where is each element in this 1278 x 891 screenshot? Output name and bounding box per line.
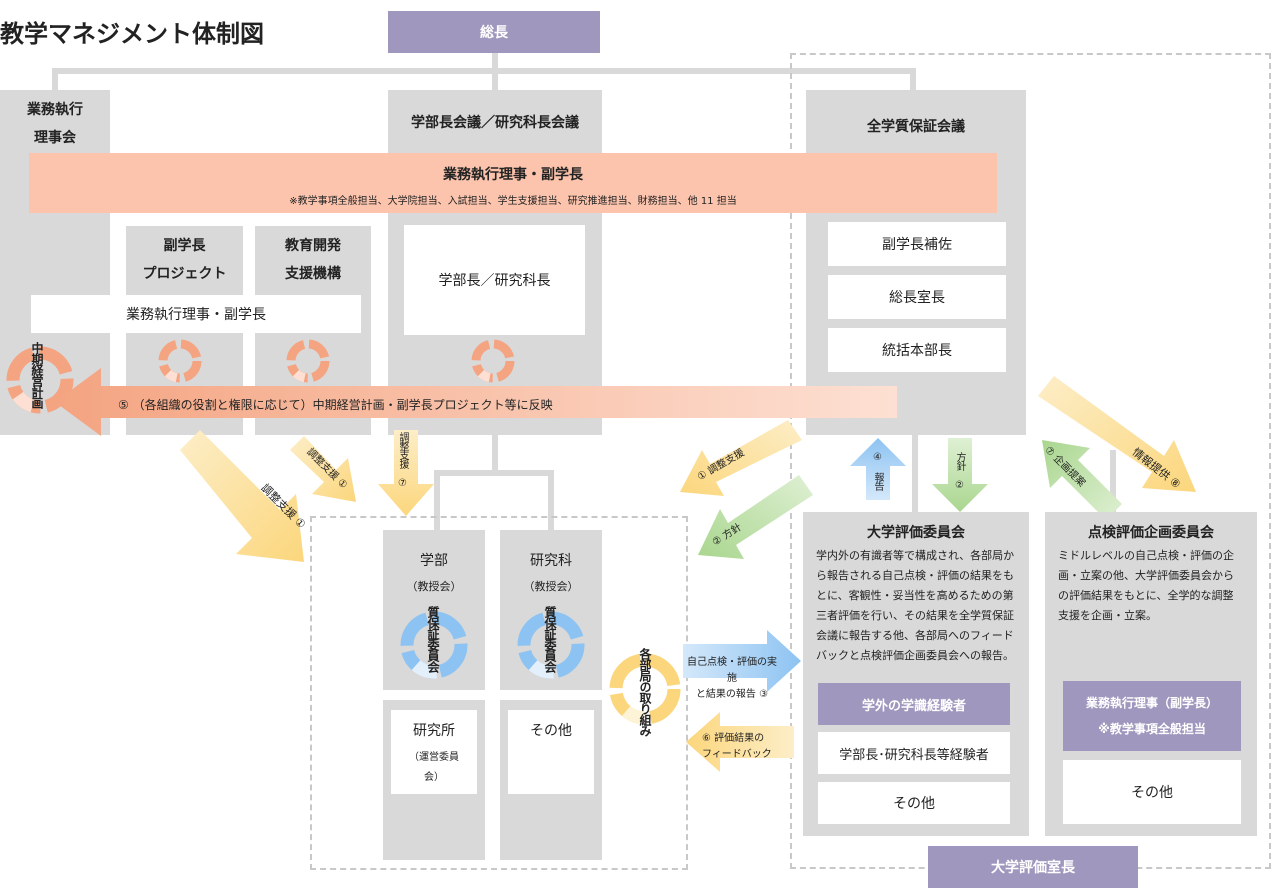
connector [434,470,554,476]
plan-exec-box: 業務執行理事（副学長） ※教学事項全般担当 [1063,681,1241,751]
info-arrow-8 [1038,376,1196,492]
policy-down-2-label: 方針 ② [954,452,965,490]
connector [434,470,440,532]
page-title: 教学マネジメント体制図 [0,20,264,48]
feedback-6-label: ⑥ 評価結果の フィードバック [702,731,772,763]
connector [910,68,916,92]
midterm-cycle-icon [6,346,74,414]
connector [1110,450,1116,515]
banner-title: 業務執行理事・副学長 [443,167,583,183]
desc-line: ら報告される自己点検・評価の結果をも [816,569,1014,582]
vp-project-line1: 副学長 [163,238,206,254]
cycle-icon [158,339,202,383]
qa-member-2: 総長室長 [828,275,1006,319]
graduate-sub: （教授会） [523,580,579,593]
connector [52,68,58,92]
exec-vp-box: 業務執行理事・副学長 [31,295,361,333]
desc-line: バックと点検評価企画委員会への報告。 [816,649,1014,662]
connector [492,435,498,475]
feedback-bar-label: ⑤ （各組織の役割と権限に応じて）中期経営計画・副学長プロジェクト等に反映 [118,398,553,412]
cycle-icon [471,339,515,383]
self-check-arrow-3 [683,630,801,692]
departments-region [310,516,688,870]
eval-committee-desc: 学内外の有識者等で構成され、各部局か ら報告される自己点検・評価の結果をも とに… [816,546,1029,666]
desc-line: 支援を企画・立案。 [1058,609,1157,622]
plan-exec-line2: ※教学事項全般担当 [1098,722,1206,736]
plan-other-box: その他 [1063,760,1241,824]
feedback-arrow-6 [686,712,794,772]
banner-subtitle: ※教学事項全般担当、大学院担当、入試担当、学生支援担当、研究推進担当、財務担当、… [289,196,737,207]
plan-committee-title: 点検評価企画委員会 [1088,525,1214,541]
dept-efforts-cycle-icon [609,653,681,725]
faculty-box: 学部 （教授会） [383,530,485,690]
qa-cycle-icon [400,611,468,679]
institute-sub1: （運営委員 [409,752,459,763]
connector [52,68,916,74]
president-box: 総長 [388,11,600,53]
report-4-label: ④ 報告 [872,452,883,490]
connector [548,470,554,532]
graduate-name: 研究科 [530,553,572,569]
institute-box: 研究所 （運営委員 会） [383,700,485,860]
qa-member-1: 副学長補佐 [828,222,1006,266]
deans-exp-box: 学部長･研究科長等経験者 [818,732,1010,774]
other-unit-box: その他 [500,700,602,860]
improve-arrow-1 [180,430,304,562]
faculty-name: 学部 [420,553,448,569]
qa-committee-label: 質保証委員会 [426,606,440,672]
plan-exec-line1: 業務執行理事（副学長） [1085,696,1218,710]
policy-down-arrow-2 [932,438,988,512]
exec-board-line1: 業務執行 [27,102,83,118]
feedback-6-line2: フィードバック [702,749,772,760]
desc-line: の評価結果をもとに、全学的な調整 [1058,589,1234,602]
eval-office-box: 大学評価室長 [928,846,1138,888]
exec-board-line2: 理事会 [34,130,76,146]
self-check-3-line2: と結果の報告 ③ [695,689,769,700]
deans-council-title: 学部長会議／研究科長会議 [411,115,579,131]
qa-committee-label: 質保証委員会 [543,606,557,672]
report-arrow-4 [850,438,906,500]
desc-line: ミドルレベルの自己点検・評価の企 [1058,549,1234,562]
graduate-box: 研究科 （教授会） [500,530,602,690]
external-experts-box: 学外の学識経験者 [818,683,1010,725]
faculty-sub: （教授会） [406,580,462,593]
desc-line: 学内外の有識者等で構成され、各部局か [816,549,1015,562]
self-check-3-label: 自己点検・評価の実施 と結果の報告 ③ [684,655,780,703]
qa-council-title: 全学質保証会議 [867,119,965,135]
plan-committee-desc: ミドルレベルの自己点検・評価の企 画・立案の他、大学評価委員会から の評価結果を… [1058,546,1257,626]
coord-support-7-label: 調整支援 ⑦ [397,432,408,488]
desc-line: 三者評価を行い、その結果を全学質保証 [816,609,1014,622]
other-unit-name: その他 [530,723,572,739]
midterm-plan-label: 中期経営計画 [30,342,44,408]
dept-efforts-label: 各部局の取り組み [638,648,652,736]
cycle-icon [286,339,330,383]
desc-line: とに、客観性・妥当性を高めるための第 [816,589,1014,602]
eval-other-box: その他 [818,782,1010,824]
eval-committee-title: 大学評価委員会 [867,525,965,541]
qa-member-3: 統括本部長 [828,328,1006,372]
edu-dev-line2: 支援機構 [285,266,341,282]
improve-arrow-1b [290,436,356,502]
feedback-arrow-5 [55,368,897,436]
coord-support-arrow-4 [680,420,802,496]
institute-name: 研究所 [413,723,455,739]
edu-dev-line1: 教育開発 [285,238,341,254]
coord-support-arrow-7 [378,430,434,516]
desc-line: 画・立案の他、大学評価委員会から [1058,569,1234,582]
institute-sub2: 会） [424,772,444,783]
feedback-6-line1: ⑥ 評価結果の [702,733,765,744]
self-check-3-line1: 自己点検・評価の実施 [687,657,777,684]
exec-vp-banner: 業務執行理事・副学長 ※教学事項全般担当、大学院担当、入試担当、学生支援担当、研… [29,153,997,213]
vp-project-line2: プロジェクト [142,266,227,282]
policy-arrow-2 [698,475,813,559]
desc-line: 会議に報告する他、各部局へのフィード [816,629,1014,642]
planning-arrow-7 [1042,440,1122,520]
qa-cycle-icon [517,611,585,679]
connector [912,435,918,515]
dean-box: 学部長／研究科長 [404,225,585,335]
